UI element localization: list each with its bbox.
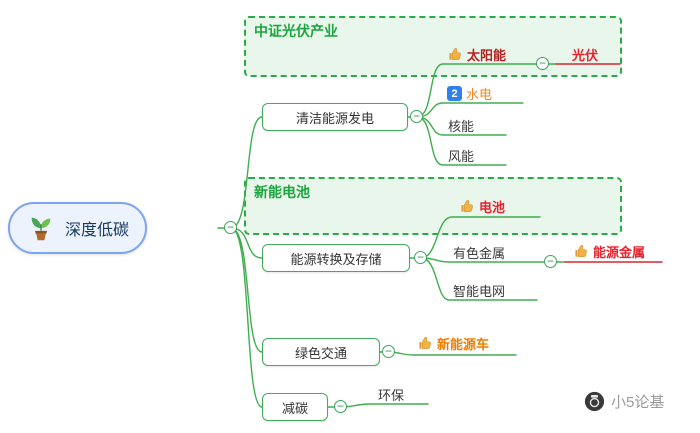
root-topic[interactable]: 深度低碳 [8, 202, 148, 254]
group-box-csi-photovoltaic[interactable]: 中证光伏产业 [244, 16, 622, 77]
group-box-new-energy-battery[interactable]: 新能电池 [244, 177, 622, 235]
leaf-smart-grid-label: 智能电网 [453, 284, 506, 299]
thumbs-up-icon [448, 47, 463, 62]
leaf-environmental-protection-label: 环保 [378, 388, 405, 403]
leaf-new-energy-vehicle[interactable]: 新能源车 [418, 335, 489, 352]
leaf-environmental-protection[interactable]: 环保 [378, 386, 404, 403]
collapse-button-clean-energy[interactable]: − [410, 110, 423, 123]
leaf-battery[interactable]: 电池 [460, 198, 505, 215]
group-title-csi-photovoltaic: 中证光伏产业 [254, 23, 338, 39]
collapse-button-green-transport[interactable]: − [382, 345, 395, 358]
leaf-wind[interactable]: 风能 [448, 147, 474, 164]
collapse-button-nonferrous[interactable]: − [544, 255, 557, 268]
leaf-new-energy-vehicle-label: 新能源车 [437, 337, 490, 352]
watermark-logo-icon [584, 391, 605, 412]
leaf-nuclear[interactable]: 核能 [448, 117, 474, 134]
leaf-energy-metal[interactable]: 能源金属 [574, 243, 645, 260]
thumbs-up-icon [574, 244, 589, 259]
leaf-smart-grid[interactable]: 智能电网 [453, 282, 505, 299]
priority-2-badge-icon: 2 [447, 86, 462, 101]
topic-green-transport[interactable]: 绿色交通 [262, 338, 380, 366]
leaf-battery-label: 电池 [479, 200, 506, 215]
topic-clean-energy-generation[interactable]: 清洁能源发电 [262, 103, 408, 131]
collapse-button-root[interactable]: − [224, 221, 237, 234]
topic-carbon-reduction[interactable]: 减碳 [262, 393, 328, 421]
leaf-nonferrous-metal-label: 有色金属 [453, 246, 506, 261]
leaf-wind-label: 风能 [448, 149, 475, 164]
leaf-hydropower[interactable]: 2 水电 [447, 85, 492, 102]
root-topic-label: 深度低碳 [65, 222, 130, 239]
collapse-button-energy-storage[interactable]: − [414, 251, 427, 264]
leaf-photovoltaic[interactable]: 光伏 [572, 46, 598, 63]
watermark-text: 小5论基 [611, 394, 665, 411]
thumbs-up-icon [460, 199, 475, 214]
group-title-new-energy-battery: 新能电池 [254, 184, 310, 200]
leaf-hydropower-label: 水电 [466, 87, 493, 102]
leaf-nonferrous-metal[interactable]: 有色金属 [453, 244, 505, 261]
leaf-energy-metal-label: 能源金属 [593, 245, 646, 260]
leaf-nuclear-label: 核能 [448, 119, 475, 134]
leaf-solar-label: 太阳能 [467, 48, 507, 63]
potted-plant-icon [26, 213, 56, 243]
collapse-button-carbon-reduction[interactable]: − [334, 400, 347, 413]
collapse-button-solar[interactable]: − [536, 57, 549, 70]
topic-energy-conversion-storage[interactable]: 能源转换及存储 [262, 244, 410, 272]
thumbs-up-icon [418, 336, 433, 351]
leaf-photovoltaic-label: 光伏 [572, 48, 599, 63]
leaf-solar[interactable]: 太阳能 [448, 46, 506, 63]
watermark: 小5论基 [584, 391, 664, 412]
